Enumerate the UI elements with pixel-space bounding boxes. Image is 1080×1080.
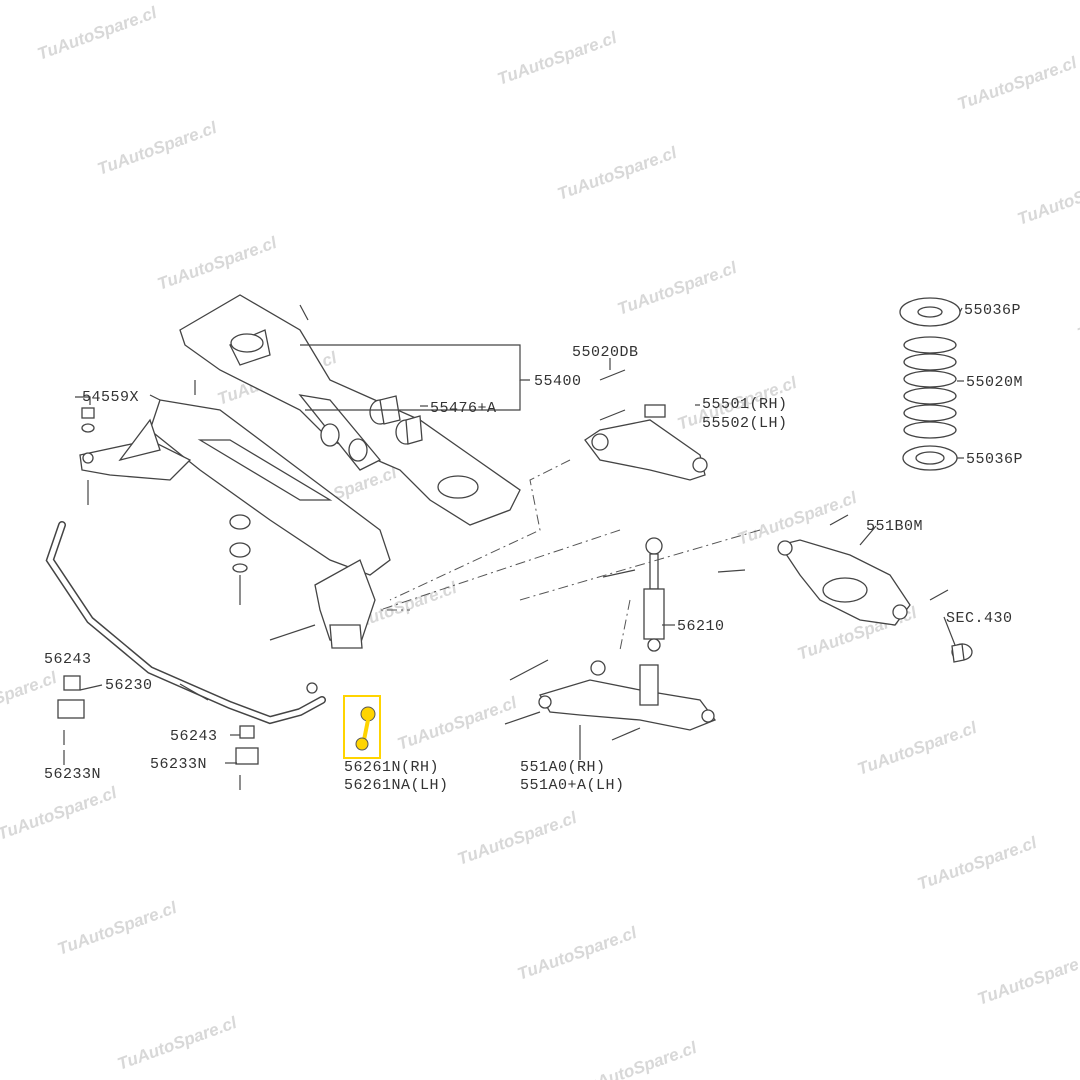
watermark-text: TuAutoSpare.cl <box>975 948 1080 1009</box>
watermark-text: TuAutoSpare.cl <box>395 693 520 754</box>
part-labels: 55036P 55020M 55036P 55020DB 55400 55476… <box>44 302 1023 794</box>
label-56243-mid[interactable]: 56243 <box>170 728 218 745</box>
watermark-text: TuAutoSpare.cl <box>55 898 180 959</box>
bolt-54559x-part[interactable] <box>81 407 95 505</box>
label-56261na[interactable]: 56261NA(LH) <box>344 777 449 794</box>
label-sec430[interactable]: SEC.430 <box>946 610 1013 627</box>
bushing-sec430-part[interactable] <box>951 643 973 663</box>
shock-absorber-part[interactable] <box>643 537 665 652</box>
label-56243-left[interactable]: 56243 <box>44 651 92 668</box>
stabilizer-link-part[interactable] <box>343 695 381 759</box>
label-55036p-bottom[interactable]: 55036P <box>966 451 1023 468</box>
watermark-text: TuAutoSpare.cl <box>455 808 580 869</box>
watermark-text: TuAutoSpare.cl <box>1035 1063 1080 1080</box>
label-55502[interactable]: 55502(LH) <box>702 415 788 432</box>
watermark-text: TuAutoSpare.cl <box>95 118 220 179</box>
guide-lines <box>379 459 761 651</box>
label-551a0a[interactable]: 551A0+A(LH) <box>520 777 625 794</box>
watermark-text: TuAutoSpare.cl <box>515 923 640 984</box>
mount-stack-part[interactable] <box>229 514 251 605</box>
spring-seat-top-part[interactable] <box>899 297 961 327</box>
label-55036p-top[interactable]: 55036P <box>964 302 1021 319</box>
label-55020m[interactable]: 55020M <box>966 374 1023 391</box>
watermark-text: TuAutoSpare.cl <box>115 1013 240 1074</box>
watermark-text: TuAutoSpare.cl <box>495 28 620 89</box>
label-56210[interactable]: 56210 <box>677 618 725 635</box>
watermark-text: TuAutoSpare.cl <box>575 1038 700 1080</box>
label-551b0m[interactable]: 551B0M <box>866 518 923 535</box>
watermark-text: TuAutoSpare.cl <box>155 233 280 294</box>
watermark-text: TuAutoSpare.cl <box>0 668 60 729</box>
watermark-text: TuAutoSpare.cl <box>915 833 1040 894</box>
coil-spring-part[interactable] <box>903 336 957 439</box>
label-56233n-mid[interactable]: 56233N <box>150 756 207 773</box>
leader-lines <box>63 307 964 765</box>
lower-arm-551a0-part[interactable] <box>538 660 717 731</box>
label-55020db[interactable]: 55020DB <box>572 344 639 361</box>
spring-seat-bottom-part[interactable] <box>902 445 958 471</box>
upper-arm-part[interactable] <box>584 369 708 481</box>
label-56261n[interactable]: 56261N(RH) <box>344 759 439 776</box>
watermark-text: TuAutoSpare.cl <box>1015 168 1080 229</box>
watermark-text: TuAutoSpare.cl <box>855 718 980 779</box>
watermark-text: TuAutoSpare.cl <box>0 783 120 844</box>
stabilizer-clamp-left-part[interactable] <box>57 675 85 745</box>
label-56233n-left[interactable]: 56233N <box>44 766 101 783</box>
stabilizer-clamp-mid-part[interactable] <box>235 725 259 790</box>
label-55501[interactable]: 55501(RH) <box>702 396 788 413</box>
watermark-text: TuAutoSpare.cl <box>555 143 680 204</box>
label-56230[interactable]: 56230 <box>105 677 153 694</box>
watermark-text: TuAutoSpare.cl <box>615 258 740 319</box>
lower-arm-551b0m-part[interactable] <box>777 539 911 626</box>
watermark-text: TuAutoSpare.cl <box>955 53 1080 114</box>
label-551a0[interactable]: 551A0(RH) <box>520 759 606 776</box>
label-55476a[interactable]: 55476+A <box>430 400 497 417</box>
label-54559x[interactable]: 54559X <box>82 389 139 406</box>
stabilizer-bar-part[interactable] <box>45 521 326 725</box>
bolts <box>194 304 949 741</box>
label-55400[interactable]: 55400 <box>534 373 582 390</box>
watermark-text: TuAutoSpare.cl <box>1075 283 1080 344</box>
watermark-text: TuAutoSpare.cl <box>35 3 160 64</box>
